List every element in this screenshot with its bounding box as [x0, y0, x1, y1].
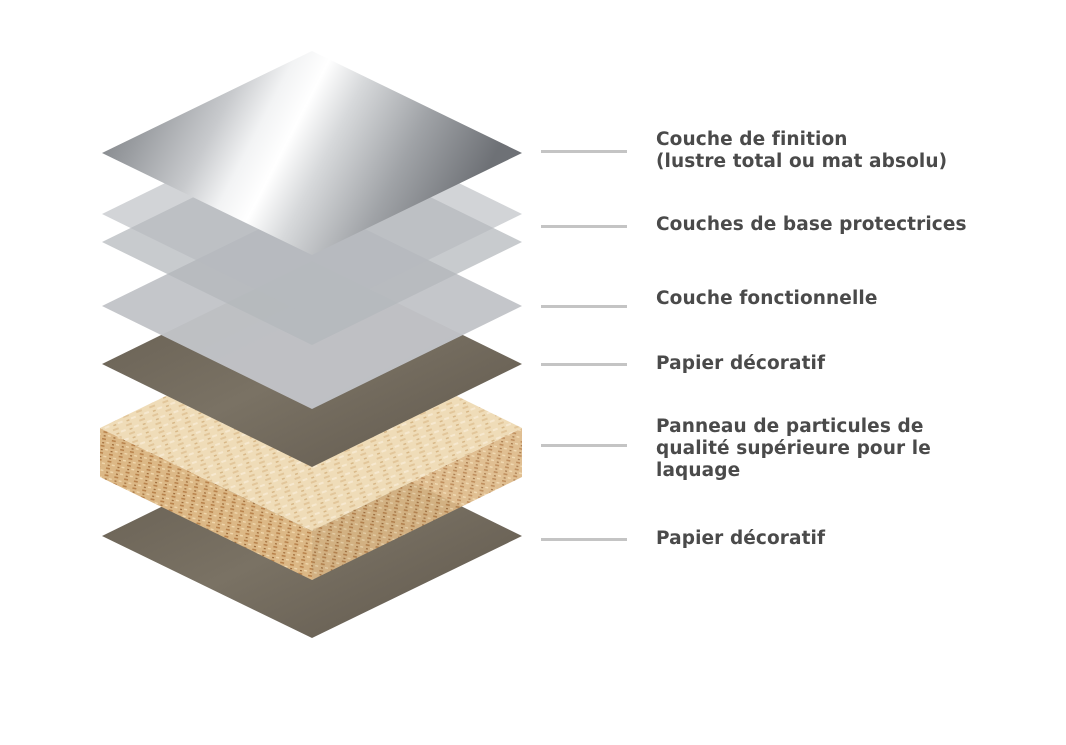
- leader-line-decor-bottom: [541, 538, 627, 541]
- label-decor-paper-bottom: Papier décoratif: [656, 528, 825, 550]
- label-protective-layers: Couches de base protectrices: [656, 214, 967, 236]
- leader-line-protective: [541, 225, 627, 228]
- label-line: Couches de base protectrices: [656, 214, 967, 235]
- label-line: Couche fonctionnelle: [656, 288, 878, 309]
- label-line: laquage: [656, 460, 741, 481]
- label-line: (lustre total ou mat absolu): [656, 151, 948, 172]
- label-line: Papier décoratif: [656, 353, 826, 374]
- particleboard-right-face: [312, 428, 522, 580]
- label-finish-layer: Couche de finition (lustre total ou mat …: [656, 129, 947, 173]
- finish-layer-sheet: [102, 51, 522, 255]
- leader-line-finish: [541, 150, 627, 153]
- label-particleboard: Panneau de particules de qualité supérie…: [656, 416, 931, 482]
- leader-line-decor-top: [541, 363, 627, 366]
- label-decor-paper-top: Papier décoratif: [656, 353, 825, 375]
- label-line: Papier décoratif: [656, 528, 826, 549]
- label-line: Couche de finition: [656, 129, 848, 150]
- label-line: qualité supérieure pour le: [656, 438, 931, 459]
- label-functional-layer: Couche fonctionnelle: [656, 288, 878, 310]
- leader-line-functional: [541, 305, 627, 308]
- label-line: Panneau de particules de: [656, 416, 924, 437]
- leader-line-particleboard: [541, 444, 627, 447]
- particleboard-left-face: [100, 428, 312, 580]
